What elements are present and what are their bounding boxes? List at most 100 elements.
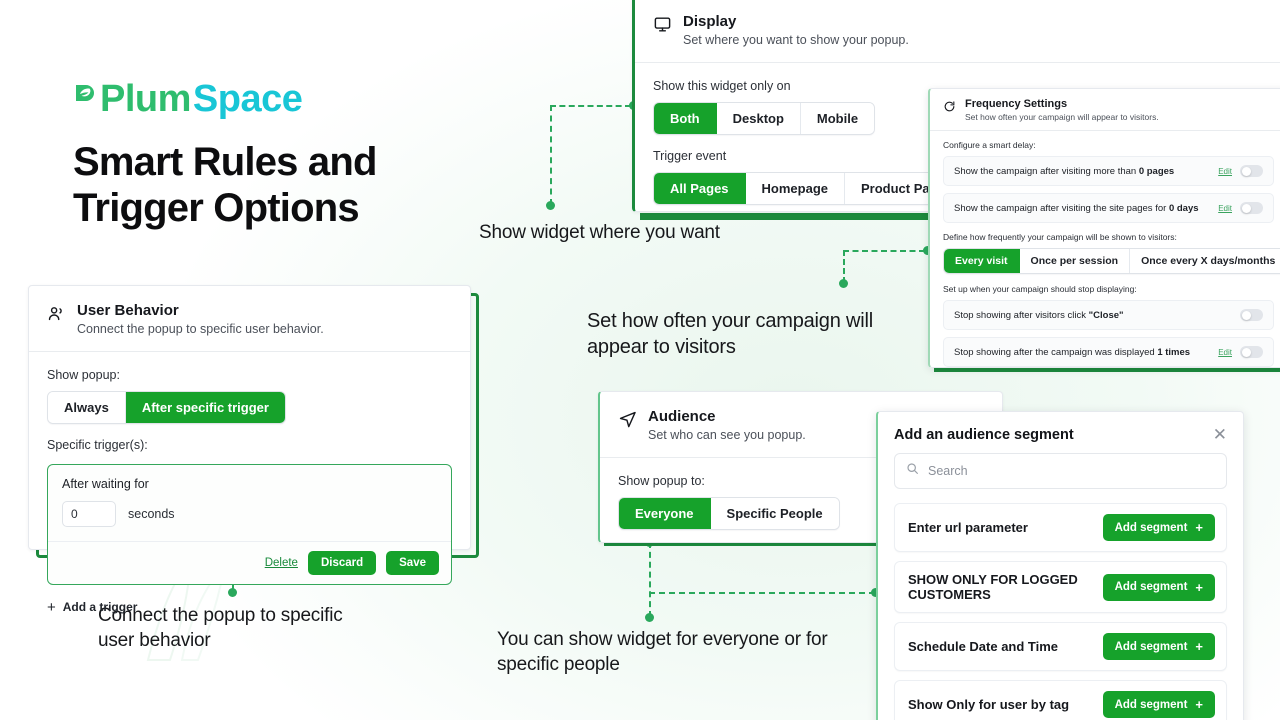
option-once-every-x[interactable]: Once every X days/months — [1130, 249, 1280, 274]
segment-item-label: Show Only for user by tag — [908, 697, 1070, 712]
discard-button[interactable]: Discard — [307, 550, 377, 575]
user-behavior-title: User Behavior — [77, 302, 179, 319]
add-segment-button[interactable]: Add segment + — [1102, 633, 1215, 660]
row-controls: Edit — [1218, 346, 1263, 359]
delete-button[interactable]: Delete — [264, 556, 298, 569]
option-all-pages[interactable]: All Pages — [654, 172, 746, 204]
connector-line — [649, 592, 875, 594]
users-icon — [47, 304, 66, 328]
connector-dot — [871, 588, 880, 597]
option-specific-people[interactable]: Specific People — [710, 497, 839, 529]
audience-segmented-control[interactable]: Everyone Specific People — [618, 496, 840, 530]
segment-modal-title: Add an audience segment — [894, 426, 1074, 443]
annotation-behavior: Connect the popup to specific user behav… — [98, 605, 343, 651]
seconds-unit-label: seconds — [128, 506, 175, 521]
add-segment-label: Add segment — [1114, 521, 1188, 534]
smart-delay-row-pages-text: Show the campaign after visiting more th… — [954, 166, 1174, 177]
trigger-box-top: After waiting for 0 seconds — [48, 465, 451, 541]
plus-icon: + — [1195, 579, 1203, 595]
stop-row-close: Stop showing after visitors click "Close… — [943, 300, 1274, 331]
edit-link[interactable]: Edit — [1218, 203, 1232, 213]
option-desktop[interactable]: Desktop — [716, 102, 801, 134]
toggle-switch[interactable] — [1240, 309, 1263, 322]
plum-leaf-icon — [73, 81, 97, 119]
trigger-actions: Delete Discard Save — [48, 540, 451, 584]
show-popup-to-label: Show popup to: — [618, 473, 705, 488]
frequency-segmented-control[interactable]: Every visit Once per session Once every … — [943, 248, 1280, 275]
brand-word-one: Plum — [100, 78, 191, 120]
plus-icon: + — [1195, 639, 1203, 654]
row-controls — [1240, 309, 1263, 322]
option-always[interactable]: Always — [48, 391, 126, 423]
toggle-switch[interactable] — [1240, 346, 1263, 359]
row-text: Stop showing after visitors click — [954, 309, 1089, 321]
option-homepage[interactable]: Homepage — [745, 172, 845, 204]
stop-row-times: Stop showing after the campaign was disp… — [943, 337, 1274, 368]
frequency-title: Frequency Settings — [965, 98, 1068, 110]
option-after-specific-trigger[interactable]: After specific trigger — [125, 391, 285, 423]
row-text: Show the campaign after visiting more th… — [954, 165, 1139, 177]
segment-search-field[interactable]: Search — [894, 453, 1227, 489]
connector-line — [843, 250, 845, 283]
add-trigger-button[interactable]: + Add a trigger — [47, 600, 452, 615]
add-segment-button[interactable]: Add segment + — [1102, 573, 1215, 601]
stop-row-times-text: Stop showing after the campaign was disp… — [954, 347, 1190, 358]
plus-icon: + — [47, 598, 56, 616]
display-subtitle: Set where you want to show your popup. — [683, 33, 909, 48]
save-button[interactable]: Save — [386, 550, 439, 575]
connector-dot — [546, 201, 555, 210]
show-popup-segmented-control[interactable]: Always After specific trigger — [47, 390, 286, 424]
trigger-event-label: Trigger event — [653, 148, 727, 163]
option-mobile[interactable]: Mobile — [800, 102, 875, 134]
show-widget-label: Show this widget only on — [653, 78, 791, 93]
add-segment-button[interactable]: Add segment + — [1102, 514, 1215, 541]
connector-line — [550, 105, 631, 107]
segment-item-label: Enter url parameter — [908, 520, 1028, 535]
add-segment-label: Add segment — [1114, 698, 1188, 711]
connector-line — [843, 250, 925, 252]
audience-title: Audience — [648, 408, 716, 425]
device-segmented-control[interactable]: Both Desktop Mobile — [653, 101, 876, 135]
seconds-input[interactable]: 0 — [62, 500, 116, 527]
frequency-card-foot — [934, 364, 1280, 372]
search-icon — [906, 462, 919, 480]
monitor-icon — [653, 15, 672, 39]
toggle-switch[interactable] — [1240, 165, 1263, 178]
row-text: Stop showing after the campaign was disp… — [954, 346, 1158, 358]
option-once-per-session[interactable]: Once per session — [1019, 249, 1131, 274]
row-value: "Close" — [1088, 309, 1124, 321]
stop-row-close-text: Stop showing after visitors click "Close… — [954, 310, 1124, 321]
frequency-settings-card: Frequency Settings Set how often your ca… — [928, 88, 1280, 368]
connector-dot — [923, 246, 932, 255]
add-segment-label: Add segment — [1114, 640, 1188, 653]
connector-line — [550, 105, 552, 205]
option-both[interactable]: Both — [654, 102, 717, 134]
segment-modal-header: Add an audience segment ✕ — [878, 412, 1243, 453]
smart-delay-label: Configure a smart delay: — [943, 140, 1036, 151]
trigger-title: After waiting for — [62, 476, 149, 491]
smart-delay-row-days: Show the campaign after visiting the sit… — [943, 193, 1274, 224]
smart-delay-row-pages: Show the campaign after visiting more th… — [943, 156, 1274, 187]
row-controls: Edit — [1218, 202, 1263, 215]
segment-item-user-by-tag: Show Only for user by tag Add segment + — [894, 680, 1227, 720]
stop-displaying-label: Set up when your campaign should stop di… — [943, 284, 1137, 295]
segment-item-label: SHOW ONLY FOR LOGGED CUSTOMERS — [908, 572, 1078, 602]
segment-item-schedule-date-time: Schedule Date and Time Add segment + — [894, 622, 1227, 671]
plus-icon: + — [1195, 520, 1203, 535]
define-frequency-label: Define how frequently your campaign will… — [943, 232, 1177, 243]
close-icon[interactable]: ✕ — [1212, 425, 1227, 444]
smart-delay-row-days-text: Show the campaign after visiting the sit… — [954, 203, 1199, 214]
edit-link[interactable]: Edit — [1218, 347, 1232, 357]
annotation-frequency: Set how often your campaign will appear … — [587, 310, 873, 358]
option-every-visit[interactable]: Every visit — [944, 249, 1020, 274]
toggle-switch[interactable] — [1240, 202, 1263, 215]
edit-link[interactable]: Edit — [1218, 166, 1232, 176]
segment-item-url-parameter: Enter url parameter Add segment + — [894, 503, 1227, 552]
option-everyone[interactable]: Everyone — [619, 497, 711, 529]
user-behavior-header: User Behavior Connect the popup to speci… — [29, 286, 470, 352]
row-value: 1 times — [1157, 346, 1191, 358]
user-behavior-subtitle: Connect the popup to specific user behav… — [77, 322, 324, 337]
add-segment-button[interactable]: Add segment + — [1102, 691, 1215, 718]
segment-list: Enter url parameter Add segment + SHOW O… — [878, 503, 1243, 720]
